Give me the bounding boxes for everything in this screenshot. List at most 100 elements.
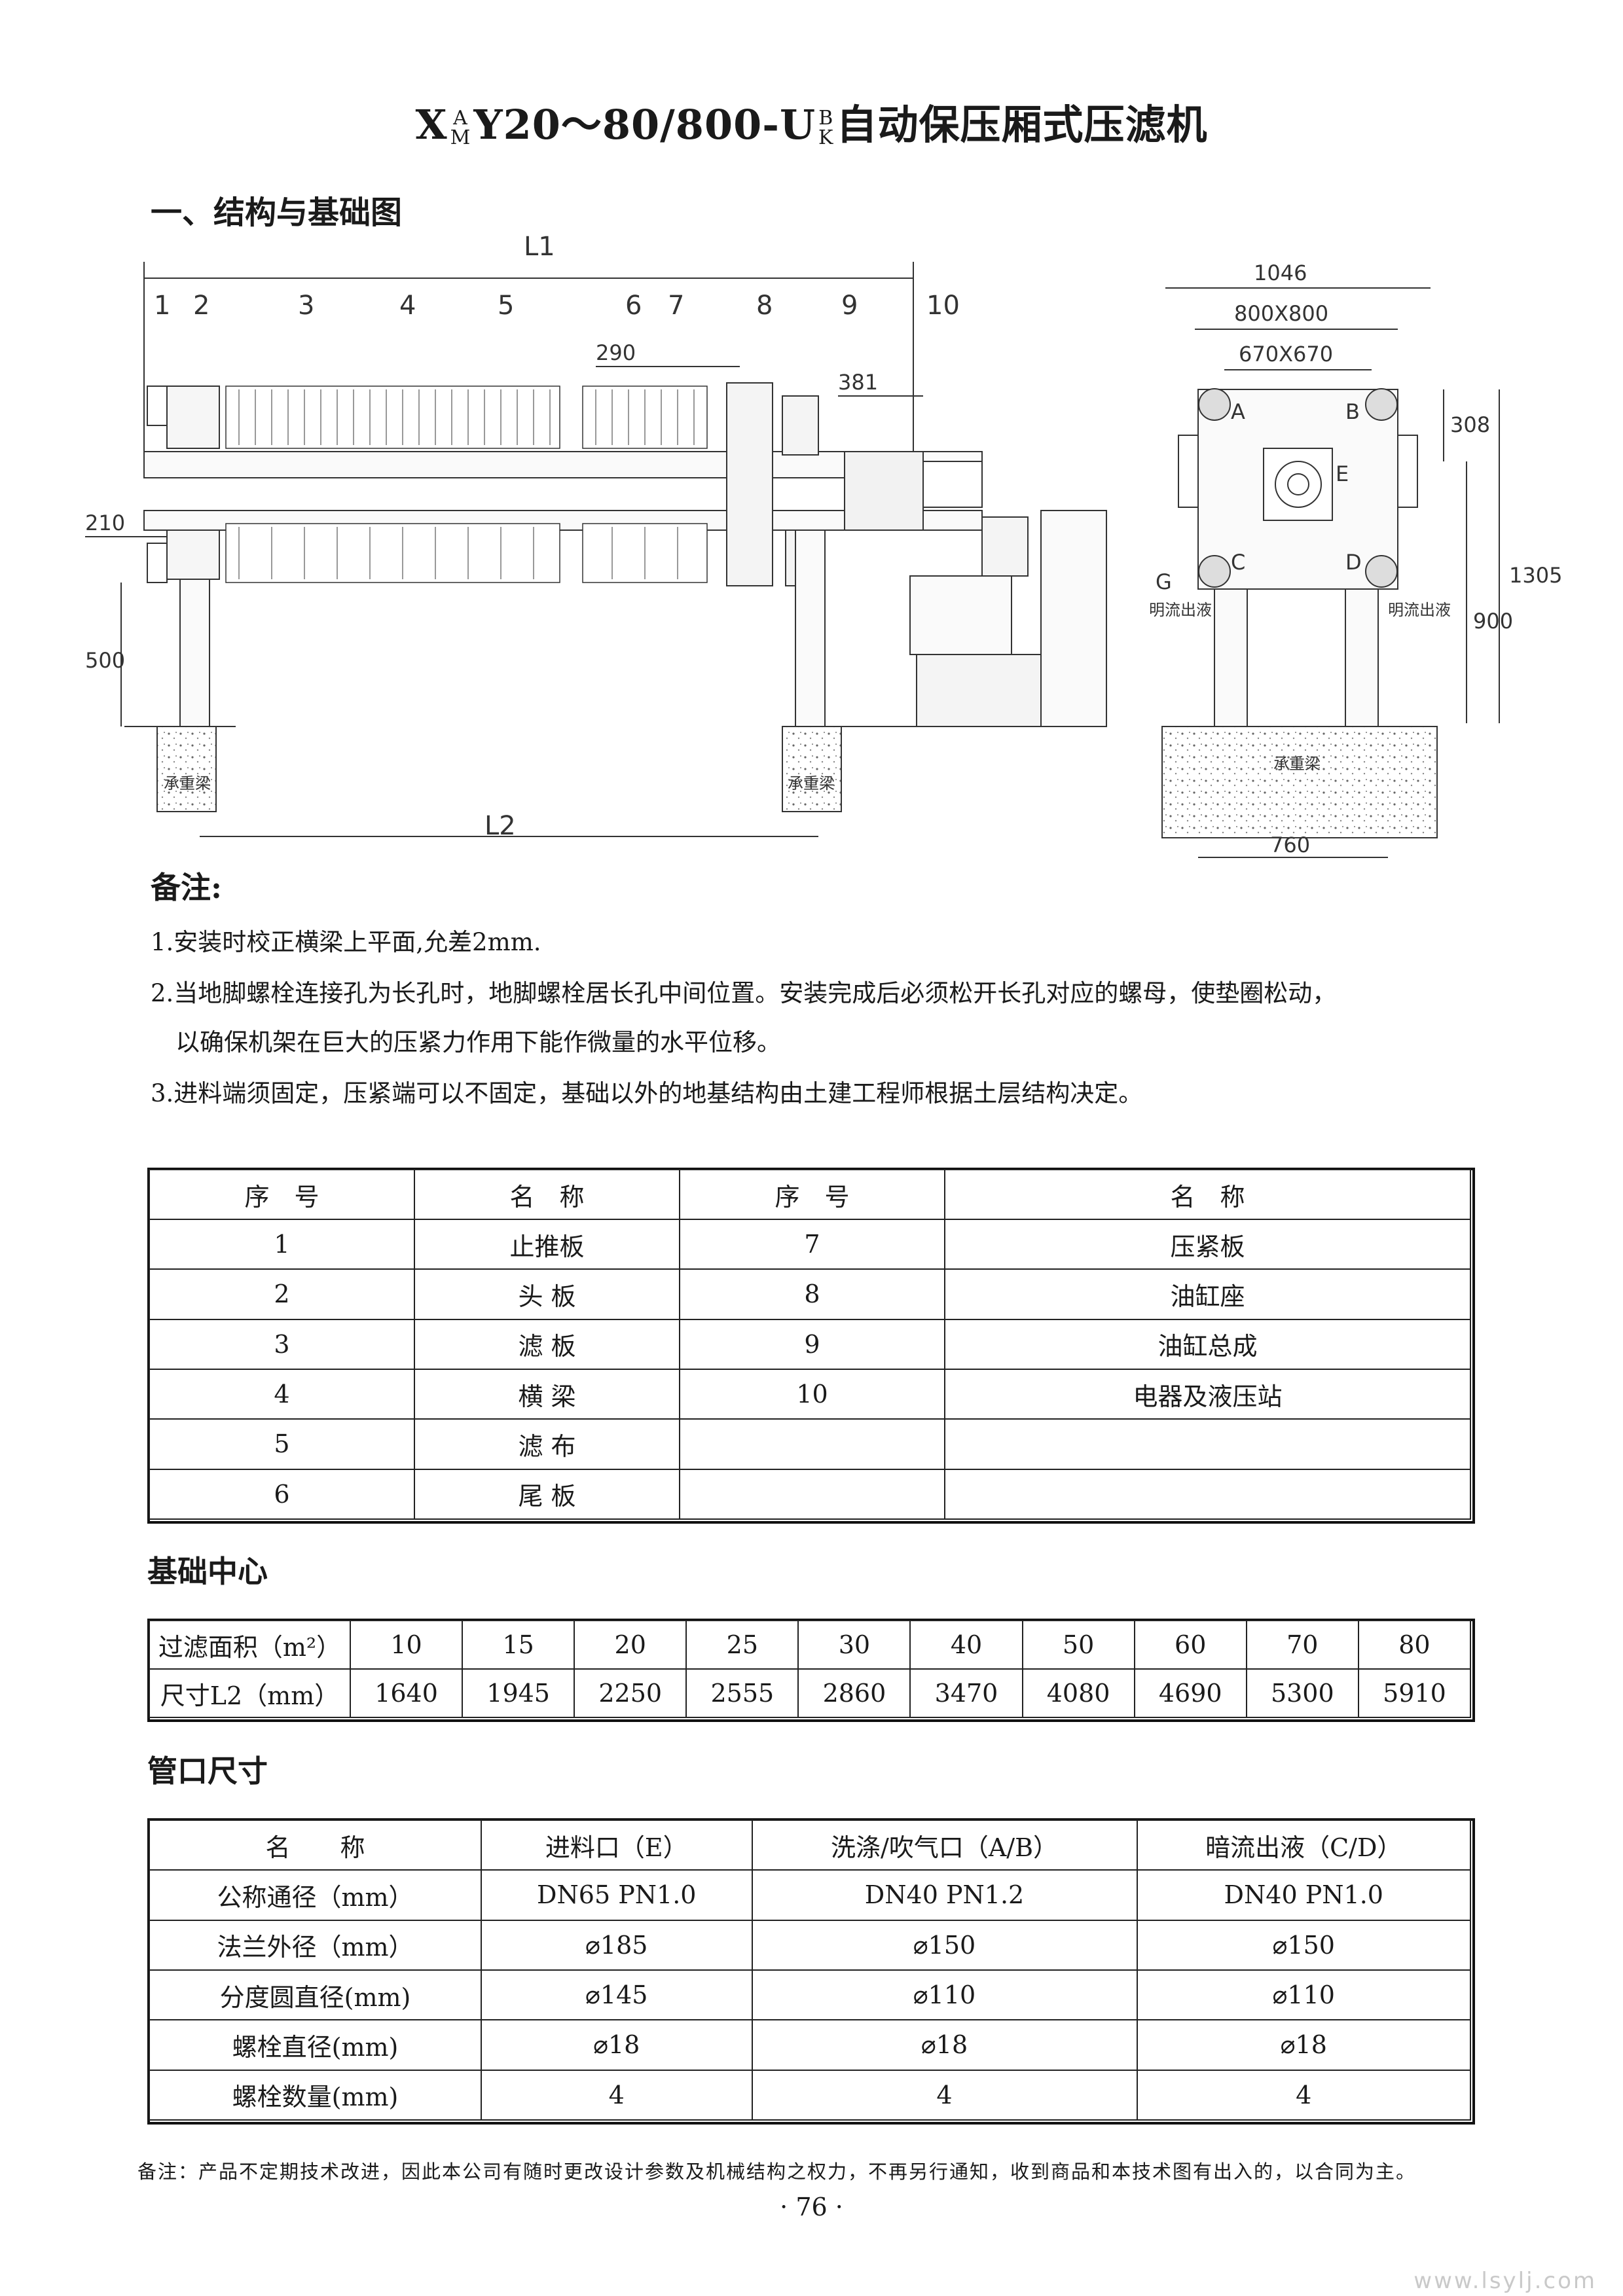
table-cell: 50 (1021, 1620, 1135, 1670)
table-cell: 3470 (909, 1668, 1023, 1718)
table-row: 1 止推板 7 压紧板 (149, 1218, 1471, 1270)
table-cell: ⌀18 (751, 2019, 1138, 2071)
foundation-table-frame (147, 1619, 1475, 1722)
table-cell: ⌀18 (481, 2019, 753, 2071)
table-cell (679, 1468, 945, 1520)
port-B: B (1345, 399, 1360, 424)
notes-title: 备注: (151, 870, 222, 905)
table-cell: 80 (1357, 1620, 1472, 1670)
title-sup-2: B (818, 107, 834, 130)
table-cell: 尾 板 (414, 1468, 680, 1520)
table-row: 螺栓数量(mm) 4 4 4 (149, 2069, 1472, 2121)
table-cell: DN65 PN1.0 (481, 1869, 753, 1921)
table-row: 过滤面积（m²） 10 15 20 25 30 40 50 60 70 80 (149, 1620, 1472, 1670)
table-cell: 4 (149, 1368, 415, 1420)
dim-290: 290 (596, 340, 636, 365)
dim-900: 900 (1473, 609, 1513, 634)
table-cell: 60 (1133, 1620, 1247, 1670)
table-cell: 电器及液压站 (944, 1368, 1471, 1420)
parts-header-name-2: 名 称 (944, 1169, 1471, 1220)
table-cell: ⌀110 (1136, 1969, 1472, 2021)
section-heading-structure: 一、结构与基础图 (151, 194, 403, 231)
table-row: 法兰外径（mm） ⌀185 ⌀150 ⌀150 (149, 1919, 1472, 1971)
port-G: G (1156, 569, 1172, 594)
table-cell: 1640 (349, 1668, 464, 1718)
foundation-table: 过滤面积（m²） 10 15 20 25 30 40 50 60 70 80 尺… (149, 1620, 1472, 1718)
table-row: 5 滤 布 (149, 1418, 1471, 1470)
table-cell: 70 (1245, 1620, 1359, 1670)
table-cell: 2860 (797, 1668, 911, 1718)
table-cell: 30 (797, 1620, 911, 1670)
foundation-row2-label: 尺寸L2（mm） (149, 1668, 351, 1718)
parts-header-name-1: 名 称 (414, 1169, 680, 1220)
beam-label-left: 承重梁 (164, 774, 211, 793)
part-label-2: 2 (193, 291, 210, 321)
watermark: www.lsylj.com (1413, 2268, 1597, 2294)
dim-1046: 1046 (1254, 260, 1307, 285)
foundation-row1-label: 过滤面积（m²） (149, 1620, 351, 1670)
pipe-header-feed: 进料口（E） (481, 1819, 753, 1871)
note-2-cont: 以确保机架在巨大的压紧力作用下能作微量的水平位移。 (175, 1028, 781, 1056)
parts-table-frame (147, 1168, 1475, 1524)
part-label-1: 1 (154, 291, 170, 321)
note-3: 3.进料端须固定，压紧端可以不固定，基础以外的地基结构由土建工程师根据土层结构决… (151, 1079, 1143, 1107)
table-cell (679, 1418, 945, 1470)
foundation-title: 基础中心 (147, 1554, 268, 1589)
table-cell: 3 (149, 1318, 415, 1370)
pipe-table-header: 名 称 进料口（E） 洗涤/吹气口（A/B） 暗流出液（C/D） (149, 1819, 1472, 1871)
table-cell: 分度圆直径(mm) (149, 1969, 482, 2021)
table-row: 3 滤 板 9 油缸总成 (149, 1318, 1471, 1370)
table-cell: 2555 (685, 1668, 799, 1718)
dim-381: 381 (838, 370, 878, 395)
table-cell: 1945 (462, 1668, 575, 1718)
open-flow-left: 明流出液 (1149, 601, 1212, 619)
table-cell: ⌀145 (481, 1969, 753, 2021)
table-cell: 10 (349, 1620, 464, 1670)
port-C: C (1231, 550, 1245, 575)
part-label-6: 6 (625, 291, 642, 321)
title-suffix: 自动保压厢式压滤机 (836, 101, 1208, 149)
table-cell (944, 1468, 1471, 1520)
title-prefix: X (415, 101, 448, 149)
pipe-table: 名 称 进料口（E） 洗涤/吹气口（A/B） 暗流出液（C/D） 公称通径（mm… (149, 1819, 1472, 2121)
beam-label-side: 承重梁 (1273, 755, 1321, 773)
part-label-9: 9 (841, 291, 858, 321)
table-cell: 油缸座 (944, 1268, 1471, 1320)
parts-header-no-2: 序 号 (679, 1169, 945, 1220)
table-row: 分度圆直径(mm) ⌀145 ⌀110 ⌀110 (149, 1969, 1472, 2021)
port-E: E (1336, 461, 1349, 486)
table-cell: ⌀150 (751, 1919, 1138, 1971)
part-label-5: 5 (498, 291, 514, 321)
table-row: 公称通径（mm） DN65 PN1.0 DN40 PN1.2 DN40 PN1.… (149, 1869, 1472, 1921)
table-cell: 4 (481, 2069, 753, 2121)
table-cell: 止推板 (414, 1218, 680, 1270)
table-cell: 8 (679, 1268, 945, 1320)
table-cell: 9 (679, 1318, 945, 1370)
table-cell: 螺栓直径(mm) (149, 2019, 482, 2071)
label-L1: L1 (524, 232, 555, 262)
table-cell: 4 (1136, 2069, 1472, 2121)
parts-header-no-1: 序 号 (149, 1169, 415, 1220)
table-cell: 5910 (1357, 1668, 1472, 1718)
pipe-header-outlet: 暗流出液（C/D） (1136, 1819, 1472, 1871)
table-cell: ⌀18 (1136, 2019, 1472, 2071)
pipe-header-name: 名 称 (149, 1819, 482, 1871)
table-cell: 头 板 (414, 1268, 680, 1320)
dim-1305: 1305 (1509, 563, 1562, 588)
note-1: 1.安装时校正横梁上平面,允差2mm. (151, 928, 541, 956)
part-label-8: 8 (756, 291, 773, 321)
table-cell: ⌀185 (481, 1919, 753, 1971)
table-cell: 10 (679, 1368, 945, 1420)
pipe-title: 管口尺寸 (147, 1753, 268, 1789)
table-cell: 4 (751, 2069, 1138, 2121)
title-sup-1: A (453, 107, 468, 130)
title-sub-2: K (818, 126, 834, 149)
pipe-header-wash: 洗涤/吹气口（A/B） (751, 1819, 1138, 1871)
footer-note: 备注：产品不定期技术改进，因此本公司有随时更改设计参数及机械结构之权力，不再另行… (137, 2161, 1417, 2183)
table-cell: 2 (149, 1268, 415, 1320)
table-cell (944, 1418, 1471, 1470)
table-cell: 滤 板 (414, 1318, 680, 1370)
table-cell: 2250 (574, 1668, 687, 1718)
